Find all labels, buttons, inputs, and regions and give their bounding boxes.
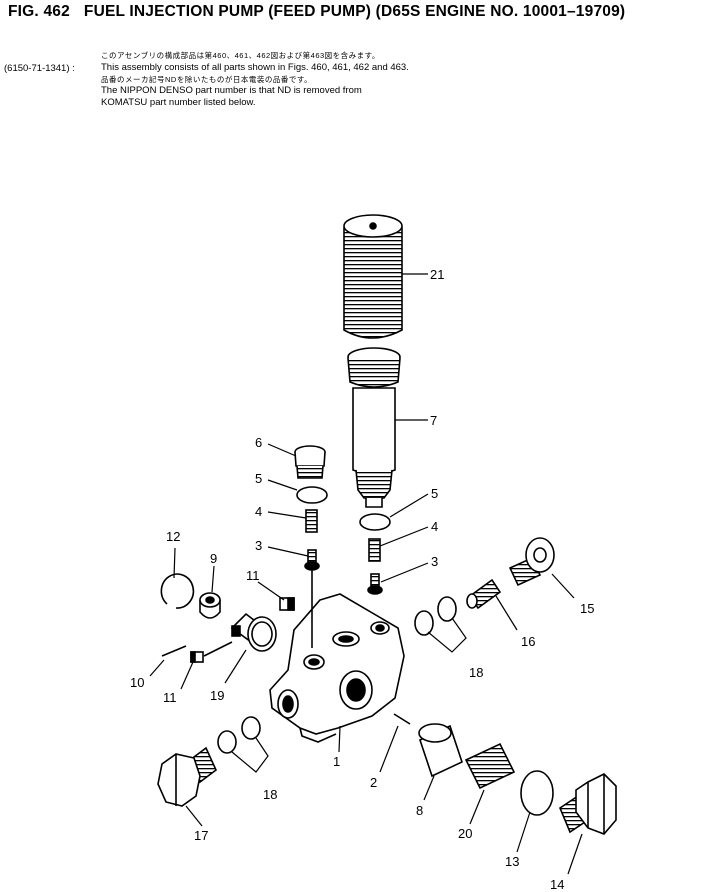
callout-9: 9 <box>210 551 217 566</box>
part-13-gasket <box>520 770 554 816</box>
callout-3-left: 3 <box>255 538 262 553</box>
callout-3-right: 3 <box>431 554 438 569</box>
part-5-gasket-left <box>296 486 328 504</box>
part-18-gasket-right-a <box>414 610 434 636</box>
callout-10: 10 <box>130 675 144 690</box>
callout-7: 7 <box>430 413 437 428</box>
callout-13: 13 <box>505 854 519 869</box>
callout-20: 20 <box>458 826 472 841</box>
figure-title: FIG. 462 FUEL INJECTION PUMP (FEED PUMP) … <box>8 3 625 21</box>
part-11-pin-upper <box>279 597 295 611</box>
callout-11-upper: 11 <box>246 568 260 583</box>
callout-1: 1 <box>333 754 340 769</box>
part-18-gasket-left-a <box>217 730 237 754</box>
figure-number: FIG. 462 <box>8 3 70 20</box>
callout-18-left: 18 <box>263 787 277 802</box>
part-15-plug <box>508 537 555 587</box>
note-line-2: The NIPPON DENSO part number is that ND … <box>101 85 362 97</box>
part-12-snap-ring <box>160 573 195 609</box>
callout-14: 14 <box>550 877 564 892</box>
part-3-valve-right <box>367 573 383 595</box>
part-4-spring-left <box>305 509 318 533</box>
part-2-pin <box>393 713 411 725</box>
callout-18-right: 18 <box>469 665 483 680</box>
part-7-priming-pump <box>347 347 401 508</box>
part-18-gasket-right-b <box>437 596 457 622</box>
callout-2: 2 <box>370 775 377 790</box>
callout-4-right: 4 <box>431 519 438 534</box>
part-18-gasket-left-b <box>241 716 261 740</box>
part-5-gasket-right <box>359 513 391 531</box>
part-14-plug <box>559 773 617 835</box>
part-16-spring <box>466 578 502 610</box>
part-19-tappet <box>203 612 277 657</box>
part-10-pin <box>161 645 187 657</box>
part-8-piston <box>418 723 463 778</box>
callout-16: 16 <box>521 634 535 649</box>
part-3-valve-left <box>304 549 320 571</box>
leader-18-left <box>231 737 269 773</box>
part-20-spring <box>464 742 516 790</box>
callout-5-left: 5 <box>255 471 262 486</box>
callout-6: 6 <box>255 435 262 450</box>
part-6-plug <box>294 445 326 479</box>
callout-11-lower: 11 <box>163 690 177 705</box>
note-line-jp-2: 品番のメーカ記号NDを除いたものが日本電装の品番です。 <box>101 74 313 84</box>
part-9-roller <box>199 592 221 619</box>
figure-caption: FUEL INJECTION PUMP (FEED PUMP) (D65S EN… <box>83 3 626 20</box>
part-21-bellows-cover <box>343 214 403 339</box>
note-line-jp-1: このアセンブリの構成部品は第460、461、462図および第463図を含みます。 <box>101 51 380 60</box>
callout-labels: 21 7 6 5 5 4 4 3 3 12 9 11 11 10 19 15 1… <box>130 267 594 892</box>
callout-19: 19 <box>210 688 224 703</box>
assembly-part-number: (6150-71-1341) : <box>4 63 75 74</box>
note-line-3: KOMATSU part number listed below. <box>101 97 256 109</box>
callout-4-left: 4 <box>255 504 262 519</box>
callout-12: 12 <box>166 529 180 544</box>
callout-17: 17 <box>194 828 208 843</box>
leader-18-right <box>427 617 467 653</box>
callout-21: 21 <box>430 267 444 282</box>
part-1-pump-body <box>269 570 405 743</box>
part-4-spring-right <box>368 538 381 562</box>
note-line-1: This assembly consists of all parts show… <box>101 61 409 73</box>
assembly-notes: このアセンブリの構成部品は第460、461、462図および第463図を含みます。… <box>101 50 409 109</box>
part-11-pin-lower <box>190 651 204 663</box>
callout-5-right: 5 <box>431 486 438 501</box>
leader-lines <box>149 273 583 875</box>
part-17-plug <box>157 746 217 807</box>
callout-15: 15 <box>580 601 594 616</box>
callout-8: 8 <box>416 803 423 818</box>
